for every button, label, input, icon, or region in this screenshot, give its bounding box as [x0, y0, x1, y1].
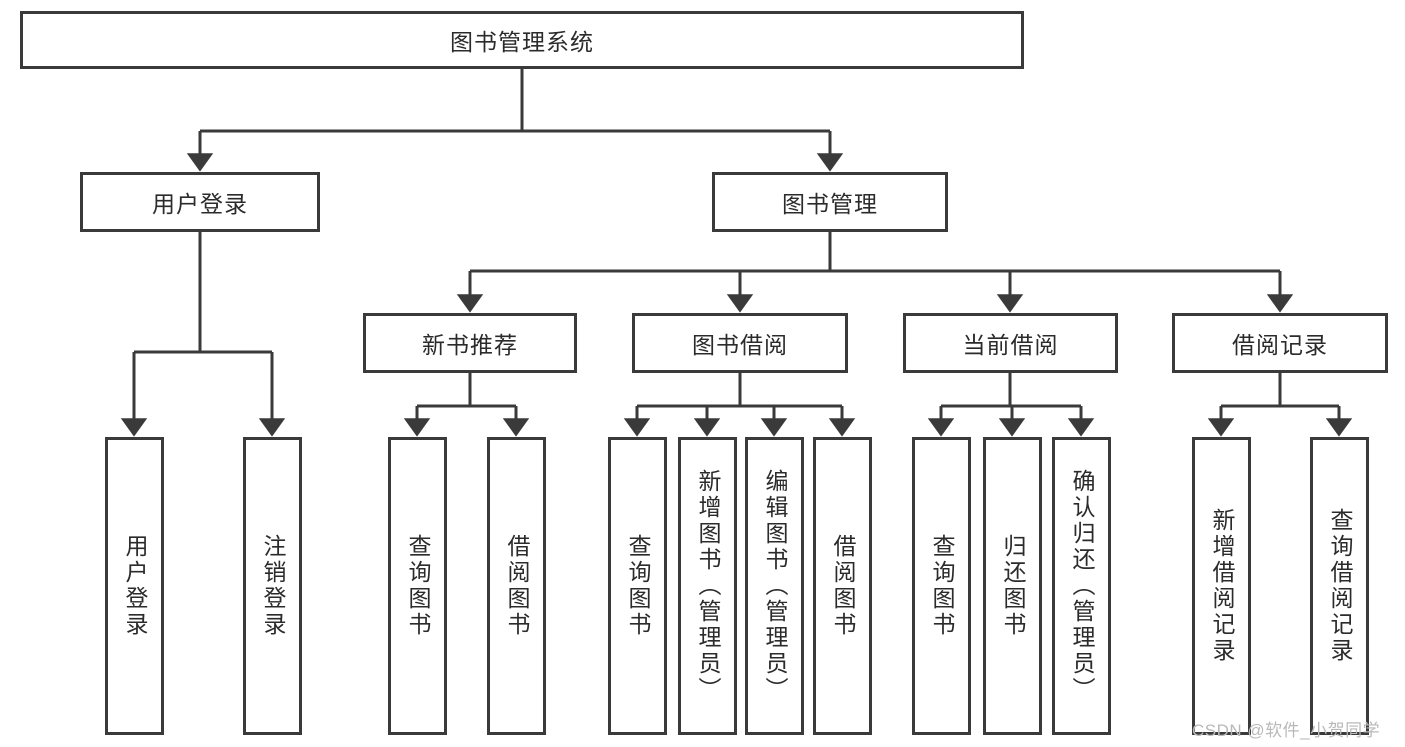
node-borrow-record[interactable]: 借阅记录 — [1172, 313, 1388, 373]
node-leaf-query-book-3-label: 查询图书 — [929, 534, 955, 638]
node-leaf-user-login[interactable]: 用户登录 — [105, 437, 164, 735]
node-leaf-borrow-book-2[interactable]: 借阅图书 — [813, 437, 872, 735]
node-leaf-user-logout[interactable]: 注销登录 — [243, 437, 302, 735]
node-book-borrow-label: 图书借阅 — [692, 332, 788, 358]
node-current-borrow[interactable]: 当前借阅 — [903, 313, 1118, 373]
node-leaf-edit-book[interactable]: 编辑图书（管理员） — [745, 437, 804, 735]
node-leaf-add-book[interactable]: 新增图书（管理员） — [678, 437, 737, 735]
node-leaf-add-book-label: 新增图书（管理员） — [695, 469, 721, 703]
node-root[interactable]: 图书管理系统 — [20, 11, 1024, 69]
node-leaf-query-record[interactable]: 查询借阅记录 — [1310, 437, 1369, 735]
node-leaf-query-book-1-label: 查询图书 — [405, 534, 431, 638]
node-user-login[interactable]: 用户登录 — [80, 172, 320, 232]
node-leaf-query-record-label: 查询借阅记录 — [1327, 508, 1353, 664]
node-leaf-query-book-1[interactable]: 查询图书 — [388, 437, 447, 735]
node-user-login-label: 用户登录 — [152, 191, 248, 217]
node-leaf-query-book-2-label: 查询图书 — [625, 534, 651, 638]
node-new-book-recommend-label: 新书推荐 — [422, 332, 518, 358]
node-root-label: 图书管理系统 — [450, 29, 594, 55]
node-leaf-return-book-label: 归还图书 — [1000, 534, 1026, 638]
node-leaf-borrow-book-1[interactable]: 借阅图书 — [487, 437, 546, 735]
node-leaf-add-record[interactable]: 新增借阅记录 — [1192, 437, 1251, 735]
node-leaf-confirm-return-label: 确认归还（管理员） — [1069, 469, 1095, 703]
node-leaf-query-book-2[interactable]: 查询图书 — [608, 437, 667, 735]
node-leaf-user-login-label: 用户登录 — [122, 534, 148, 638]
watermark: CSDN @软件_小贺同学 — [1192, 721, 1381, 740]
node-leaf-user-logout-label: 注销登录 — [260, 534, 286, 638]
node-leaf-return-book[interactable]: 归还图书 — [983, 437, 1042, 735]
node-borrow-record-label: 借阅记录 — [1232, 332, 1328, 358]
node-leaf-confirm-return[interactable]: 确认归还（管理员） — [1052, 437, 1111, 735]
node-new-book-recommend[interactable]: 新书推荐 — [363, 313, 577, 373]
node-leaf-borrow-book-1-label: 借阅图书 — [504, 534, 530, 638]
node-leaf-borrow-book-2-label: 借阅图书 — [830, 534, 856, 638]
node-leaf-add-record-label: 新增借阅记录 — [1209, 508, 1235, 664]
node-leaf-edit-book-label: 编辑图书（管理员） — [762, 469, 788, 703]
node-book-borrow[interactable]: 图书借阅 — [632, 313, 848, 373]
node-book-manage-label: 图书管理 — [782, 191, 878, 217]
node-leaf-query-book-3[interactable]: 查询图书 — [912, 437, 971, 735]
node-current-borrow-label: 当前借阅 — [962, 332, 1059, 358]
node-book-manage[interactable]: 图书管理 — [712, 172, 948, 232]
